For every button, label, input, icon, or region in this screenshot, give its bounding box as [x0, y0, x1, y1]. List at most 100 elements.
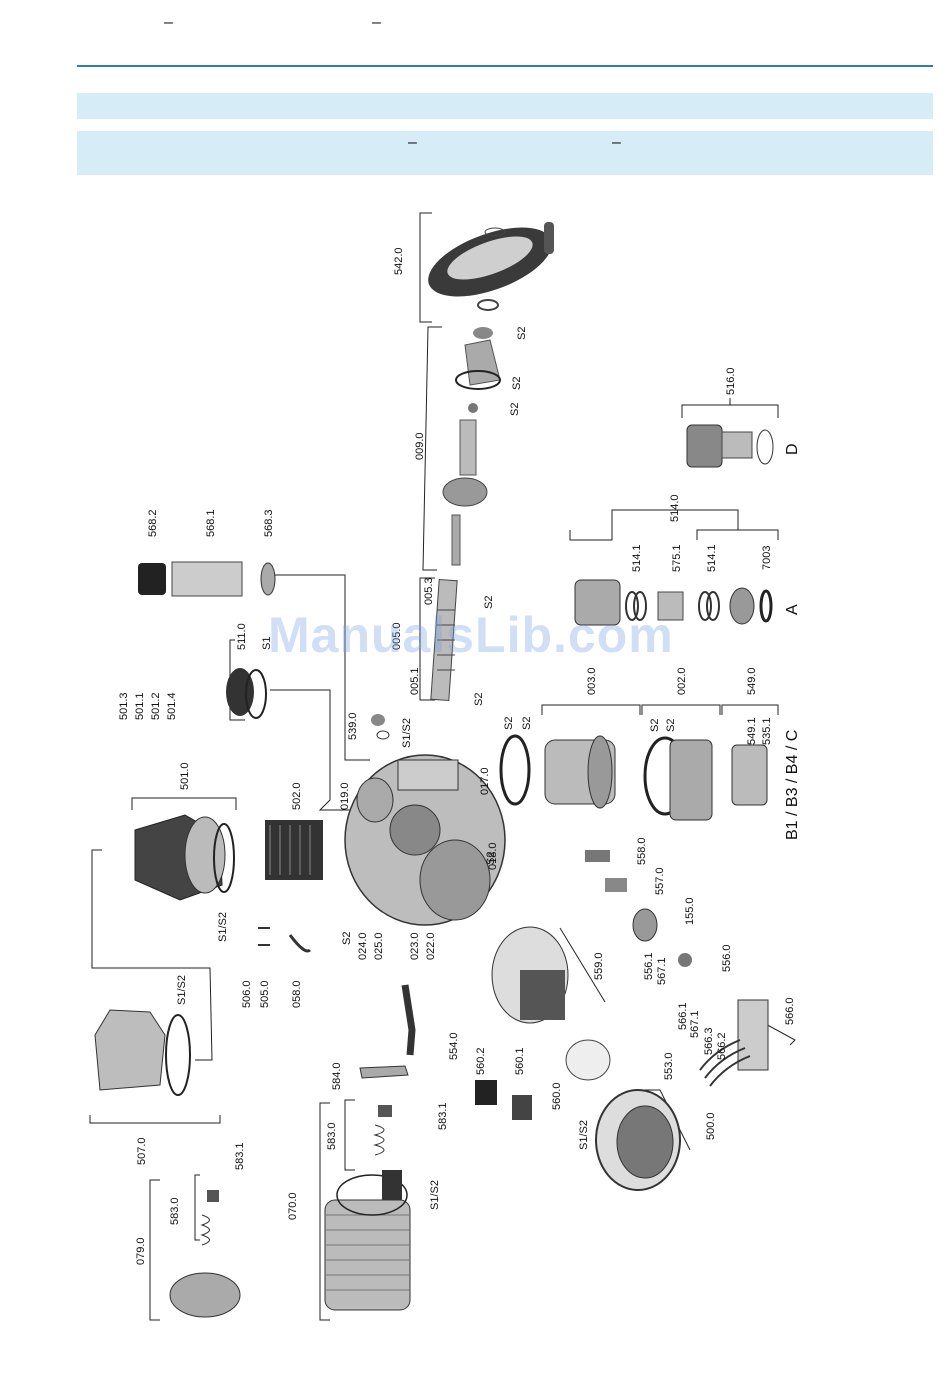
exploded-parts-diagram: 542.0 009.0 005.3 005.0 005.1 516.0 D 51…: [89, 212, 801, 1321]
output-sleeve-part: [731, 744, 768, 806]
label-002-0: 002.0: [676, 667, 688, 695]
label-568-3: 568.3: [263, 509, 275, 537]
band-dash-left: –: [408, 134, 417, 151]
label-005-3: 005.3: [423, 577, 435, 605]
label-155-0: 155.0: [684, 897, 696, 925]
subtitle-band: [77, 131, 933, 175]
flange-part: [169, 1190, 241, 1318]
switch-part: [475, 1080, 532, 1120]
header-dash-right: –: [372, 14, 381, 31]
label-511-0: 511.0: [236, 623, 248, 650]
label-506-0: 506.0: [241, 980, 253, 1008]
label-S2-a: S2: [516, 327, 528, 340]
label-507-0: 507.0: [136, 1137, 148, 1165]
label-018-0: 018.0: [487, 842, 499, 870]
label-549-1: 549.1: [746, 717, 758, 745]
extension-tube-part: [138, 561, 276, 597]
label-005-0: 005.0: [391, 622, 403, 650]
label-535-1: 535.1: [761, 717, 773, 745]
label-556-0: 556.0: [721, 944, 733, 972]
label-500-0: 500.0: [705, 1112, 717, 1140]
label-S2-c: S2: [509, 403, 521, 416]
label-583-1b: 583.1: [234, 1142, 246, 1170]
label-079-0: 079.0: [135, 1237, 147, 1265]
label-070-0: 070.0: [287, 1192, 299, 1220]
label-A: A: [784, 604, 801, 615]
cable-part: [258, 927, 416, 1056]
label-559-0: 559.0: [593, 952, 605, 980]
label-023-0: 023.0: [409, 932, 421, 960]
lever-part: [359, 1065, 409, 1079]
drive-shaft-part: [430, 578, 458, 702]
motor-cover-part: [94, 1009, 191, 1096]
main-housing-part: [344, 714, 506, 926]
leader-507-501: [91, 849, 213, 1061]
label-558-0: 558.0: [636, 837, 648, 865]
label-514-0: 514.0: [669, 494, 681, 522]
label-S1: S1: [261, 637, 273, 650]
title-band: [77, 93, 933, 119]
spring-part: [373, 1105, 392, 1156]
indicator-disc-part: [565, 1039, 611, 1081]
bracket-079: [149, 1179, 160, 1321]
bracket-542: [419, 212, 432, 323]
bracket-549: [721, 704, 779, 715]
label-583-1a: 583.1: [437, 1102, 449, 1130]
watermark-logo: ManualsLib.com: [268, 607, 674, 663]
heater-part: [699, 999, 769, 1087]
label-556-1: 556.1: [643, 952, 655, 980]
worm-wheel-housing-part: [643, 736, 713, 821]
label-502-0: 502.0: [291, 782, 303, 810]
label-501-0: 501.0: [179, 762, 191, 790]
stem-nut-part-D: [686, 424, 774, 468]
coupling-part-A: [574, 579, 773, 626]
label-514-1a: 514.1: [631, 544, 643, 572]
control-unit-part: [491, 926, 569, 1024]
label-516-0: 516.0: [725, 367, 737, 395]
label-505-0: 505.0: [259, 980, 271, 1008]
header-rule: [77, 65, 933, 67]
label-583-0a: 583.0: [326, 1122, 338, 1150]
bracket-002: [641, 704, 721, 715]
label-S2-i: S2: [649, 719, 661, 732]
label-S1S2-e: S1/S2: [429, 1180, 441, 1210]
motor-part: [324, 1170, 411, 1311]
label-S2-g: S2: [503, 717, 515, 730]
label-S2-d: S2: [483, 596, 495, 609]
bracket-514: [611, 509, 779, 540]
label-539-0: 539.0: [347, 712, 359, 740]
label-003-0: 003.0: [586, 667, 598, 695]
plug-cover-part: [134, 814, 235, 901]
seal-ring-part: [226, 668, 267, 719]
leader-568-body: [275, 574, 370, 761]
label-009-0: 009.0: [414, 432, 426, 460]
label-568-2: 568.2: [147, 509, 159, 537]
label-549-0: 549.0: [746, 667, 758, 695]
label-554-0: 554.0: [448, 1032, 460, 1060]
label-560-1: 560.1: [514, 1047, 526, 1075]
label-567-1a: 567.1: [656, 957, 668, 985]
label-005-1: 005.1: [409, 667, 421, 695]
label-S1S2-d: S1/S2: [578, 1120, 590, 1150]
worm-shaft-part: [499, 734, 616, 809]
label-542-0: 542.0: [393, 247, 405, 275]
label-017-0: 017.0: [479, 767, 491, 795]
label-553-0: 553.0: [663, 1052, 675, 1080]
bracket-009: [422, 326, 442, 571]
label-022-0: 022.0: [425, 932, 437, 960]
label-024-0: 024.0: [357, 932, 369, 960]
label-7003: 7003: [761, 546, 773, 570]
label-B1-B3-B4-C: B1 / B3 / B4 / C: [784, 730, 801, 840]
bracket-559: [559, 927, 606, 1003]
bracket-583b: [194, 1174, 200, 1241]
label-560-2: 560.2: [475, 1047, 487, 1075]
label-566-0: 566.0: [784, 997, 796, 1025]
small-switch-parts: [585, 850, 692, 967]
label-584-0: 584.0: [331, 1062, 343, 1090]
label-S1S2-a: S1/S2: [401, 718, 413, 748]
label-501-4: 501.4: [166, 692, 178, 720]
label-S1S2-c: S1/S2: [176, 975, 188, 1005]
label-575-1: 575.1: [671, 544, 683, 572]
header-dash-left: –: [164, 14, 173, 31]
band-dash-right: –: [612, 134, 621, 151]
